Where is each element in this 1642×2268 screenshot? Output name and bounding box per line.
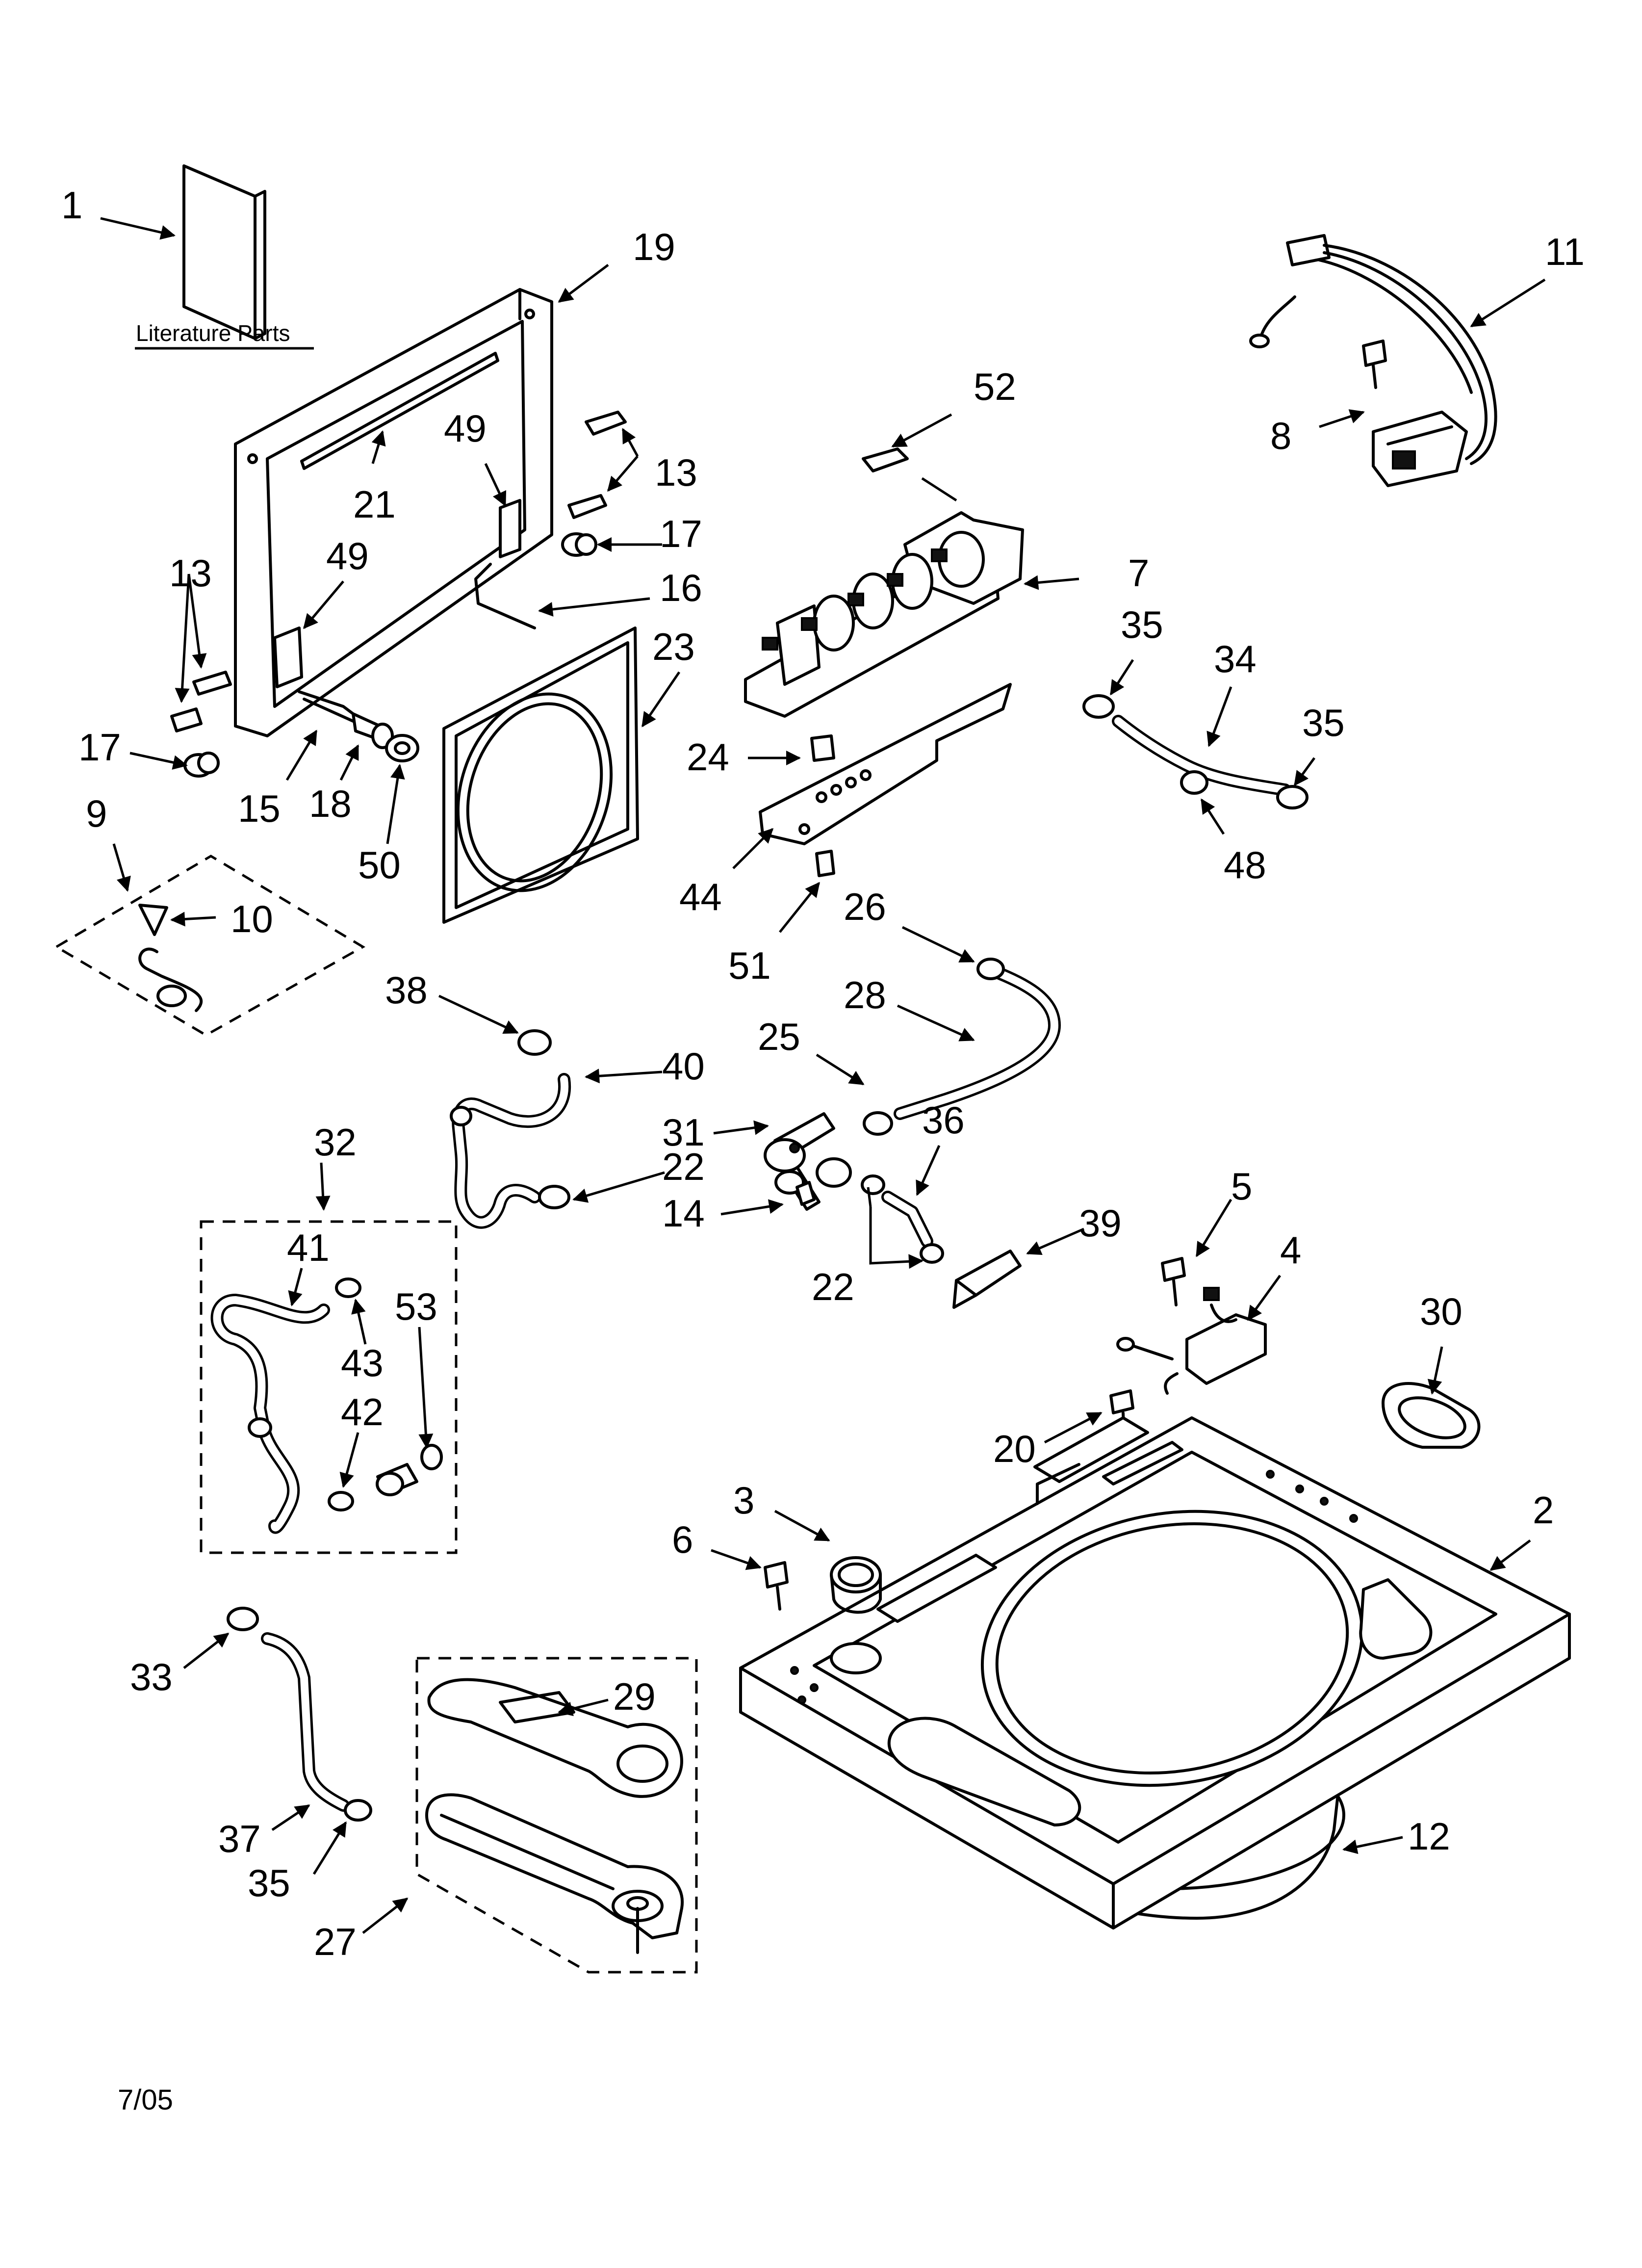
callout-10: 10 (231, 897, 273, 940)
callout-33: 33 (130, 1655, 173, 1698)
callout-48: 48 (1224, 843, 1266, 886)
callout-5: 5 (1231, 1165, 1252, 1208)
hardware-kit (54, 855, 365, 1037)
lid-hinge-left (273, 626, 355, 715)
literature-parts: Literature Parts (135, 164, 314, 350)
callout-4: 4 (1280, 1228, 1301, 1272)
callout-8: 8 (1270, 414, 1291, 457)
callout-36: 36 (922, 1098, 965, 1142)
hose-37 (227, 1607, 372, 1822)
callout-38: 38 (385, 968, 428, 1012)
hinge-washer (385, 734, 419, 762)
callout-50: 50 (358, 843, 401, 886)
callout-35-right: 35 (1302, 701, 1345, 744)
callout-23: 23 (652, 625, 695, 668)
callout-3: 3 (733, 1479, 754, 1522)
callout-19: 19 (633, 225, 675, 268)
callout-15: 15 (238, 787, 281, 830)
hose-kit-32 (200, 1220, 458, 1554)
lid-bumper-left (183, 752, 220, 778)
callout-34: 34 (1214, 637, 1257, 680)
callout-29: 29 (613, 1675, 656, 1718)
screw-6 (764, 1561, 789, 1611)
callout-35-upper: 35 (1121, 603, 1163, 646)
callout-39: 39 (1079, 1201, 1122, 1245)
water-valve-assembly (744, 511, 1024, 718)
callout-30: 30 (1420, 1290, 1462, 1333)
callout-26: 26 (844, 885, 886, 928)
screws-13-right (567, 411, 627, 519)
screw-52 (862, 447, 957, 502)
callout-18: 18 (309, 782, 352, 825)
callout-28: 28 (844, 973, 886, 1017)
callout-2: 2 (1533, 1488, 1554, 1532)
callout-17-right: 17 (660, 512, 702, 555)
callout-49-lower: 49 (326, 534, 369, 577)
lid-panel (442, 626, 639, 924)
callout-52: 52 (974, 365, 1016, 408)
callout-42: 42 (341, 1390, 384, 1434)
leader-lines (100, 217, 1546, 1934)
washer-top (739, 1416, 1571, 1929)
callout-6: 6 (672, 1518, 693, 1561)
lid-switch (1116, 1287, 1267, 1395)
hose-40 (450, 1029, 571, 1229)
callout-49-upper: 49 (444, 407, 487, 450)
screw-51 (815, 850, 835, 877)
callout-13-right: 13 (655, 451, 697, 494)
callout-32: 32 (314, 1121, 357, 1164)
screw-8 (1362, 339, 1387, 389)
callout-14: 14 (662, 1192, 705, 1235)
callout-24: 24 (687, 735, 729, 779)
callout-7: 7 (1128, 551, 1149, 595)
callout-37: 37 (218, 1817, 261, 1860)
screw-5 (1161, 1257, 1186, 1306)
grommet-30 (1382, 1382, 1481, 1449)
callout-1: 1 (61, 183, 82, 227)
hose-36 (861, 1174, 944, 1264)
callout-labels: 1 19 11 52 49 13 21 8 17 13 49 16 7 23 3… (61, 183, 1585, 1963)
callout-22-lower: 22 (812, 1265, 854, 1308)
callout-13-left: 13 (169, 551, 212, 595)
wire-harness (1249, 234, 1497, 487)
callout-51: 51 (728, 944, 771, 987)
screw-24 (810, 734, 835, 762)
hose-34 (1082, 694, 1308, 809)
callout-43: 43 (341, 1341, 384, 1384)
callout-9: 9 (86, 792, 107, 835)
cup-3 (830, 1556, 882, 1614)
callout-25: 25 (758, 1015, 800, 1058)
callout-16: 16 (660, 566, 702, 609)
callout-44: 44 (679, 875, 722, 918)
callout-35-lower: 35 (248, 1861, 290, 1904)
hose-28 (863, 958, 1061, 1136)
callout-21: 21 (353, 483, 396, 526)
callout-40: 40 (662, 1044, 705, 1088)
clip-39 (952, 1250, 1022, 1309)
screws-13-left (170, 671, 232, 732)
callout-22-upper: 22 (662, 1145, 705, 1188)
callout-53: 53 (395, 1285, 437, 1328)
hinge-rod (303, 698, 394, 749)
dispenser-kit (415, 1657, 698, 1974)
lid-hinge-right (474, 499, 536, 629)
literature-caption: Literature Parts (136, 320, 290, 346)
revision-date: 7/05 (118, 2084, 173, 2116)
callout-12: 12 (1408, 1815, 1450, 1858)
lid-bumper-right (561, 532, 597, 557)
callout-41: 41 (287, 1226, 330, 1269)
callout-11: 11 (1545, 230, 1585, 273)
screw-14 (795, 1181, 816, 1206)
callout-31: 31 (662, 1111, 705, 1154)
callout-27: 27 (314, 1920, 357, 1963)
callout-17-left: 17 (78, 726, 121, 769)
callout-20: 20 (993, 1427, 1036, 1470)
